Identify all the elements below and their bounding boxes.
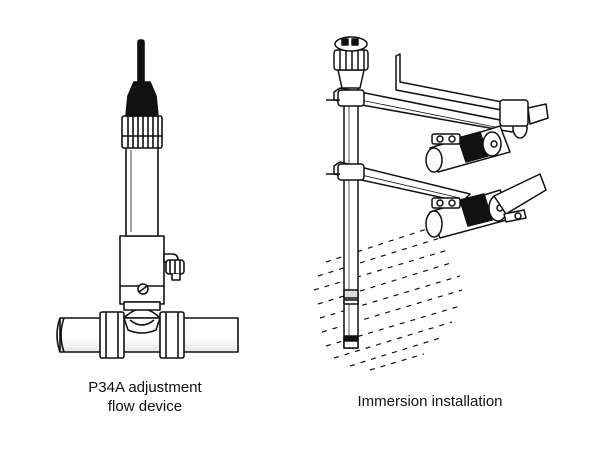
immersion-installation-caption: Immersion installation (357, 393, 503, 410)
liquid-surface (313, 227, 463, 371)
immersion-installation-illustration (313, 36, 549, 371)
flow-device-caption-line2: flow device (107, 398, 183, 415)
flow-device-caption: P34A adjustment flow device (40, 378, 250, 416)
threaded-cap (121, 115, 163, 149)
sensor-tube (125, 145, 159, 237)
adjustment-block (119, 235, 165, 311)
flow-device-illustration (56, 39, 239, 359)
process-pipe (56, 308, 239, 359)
connector-head (125, 39, 159, 117)
immersion-pipe (343, 85, 359, 349)
lower-sensor-holder (425, 173, 547, 239)
lower-support-arm (326, 161, 471, 203)
upper-pivot-rod (395, 53, 549, 127)
flow-device-caption-line1: P34A adjustment (88, 379, 202, 396)
side-outlet-elbow (163, 253, 185, 281)
upper-sensor-holder (425, 125, 511, 173)
pipe-top-cap (333, 36, 369, 89)
